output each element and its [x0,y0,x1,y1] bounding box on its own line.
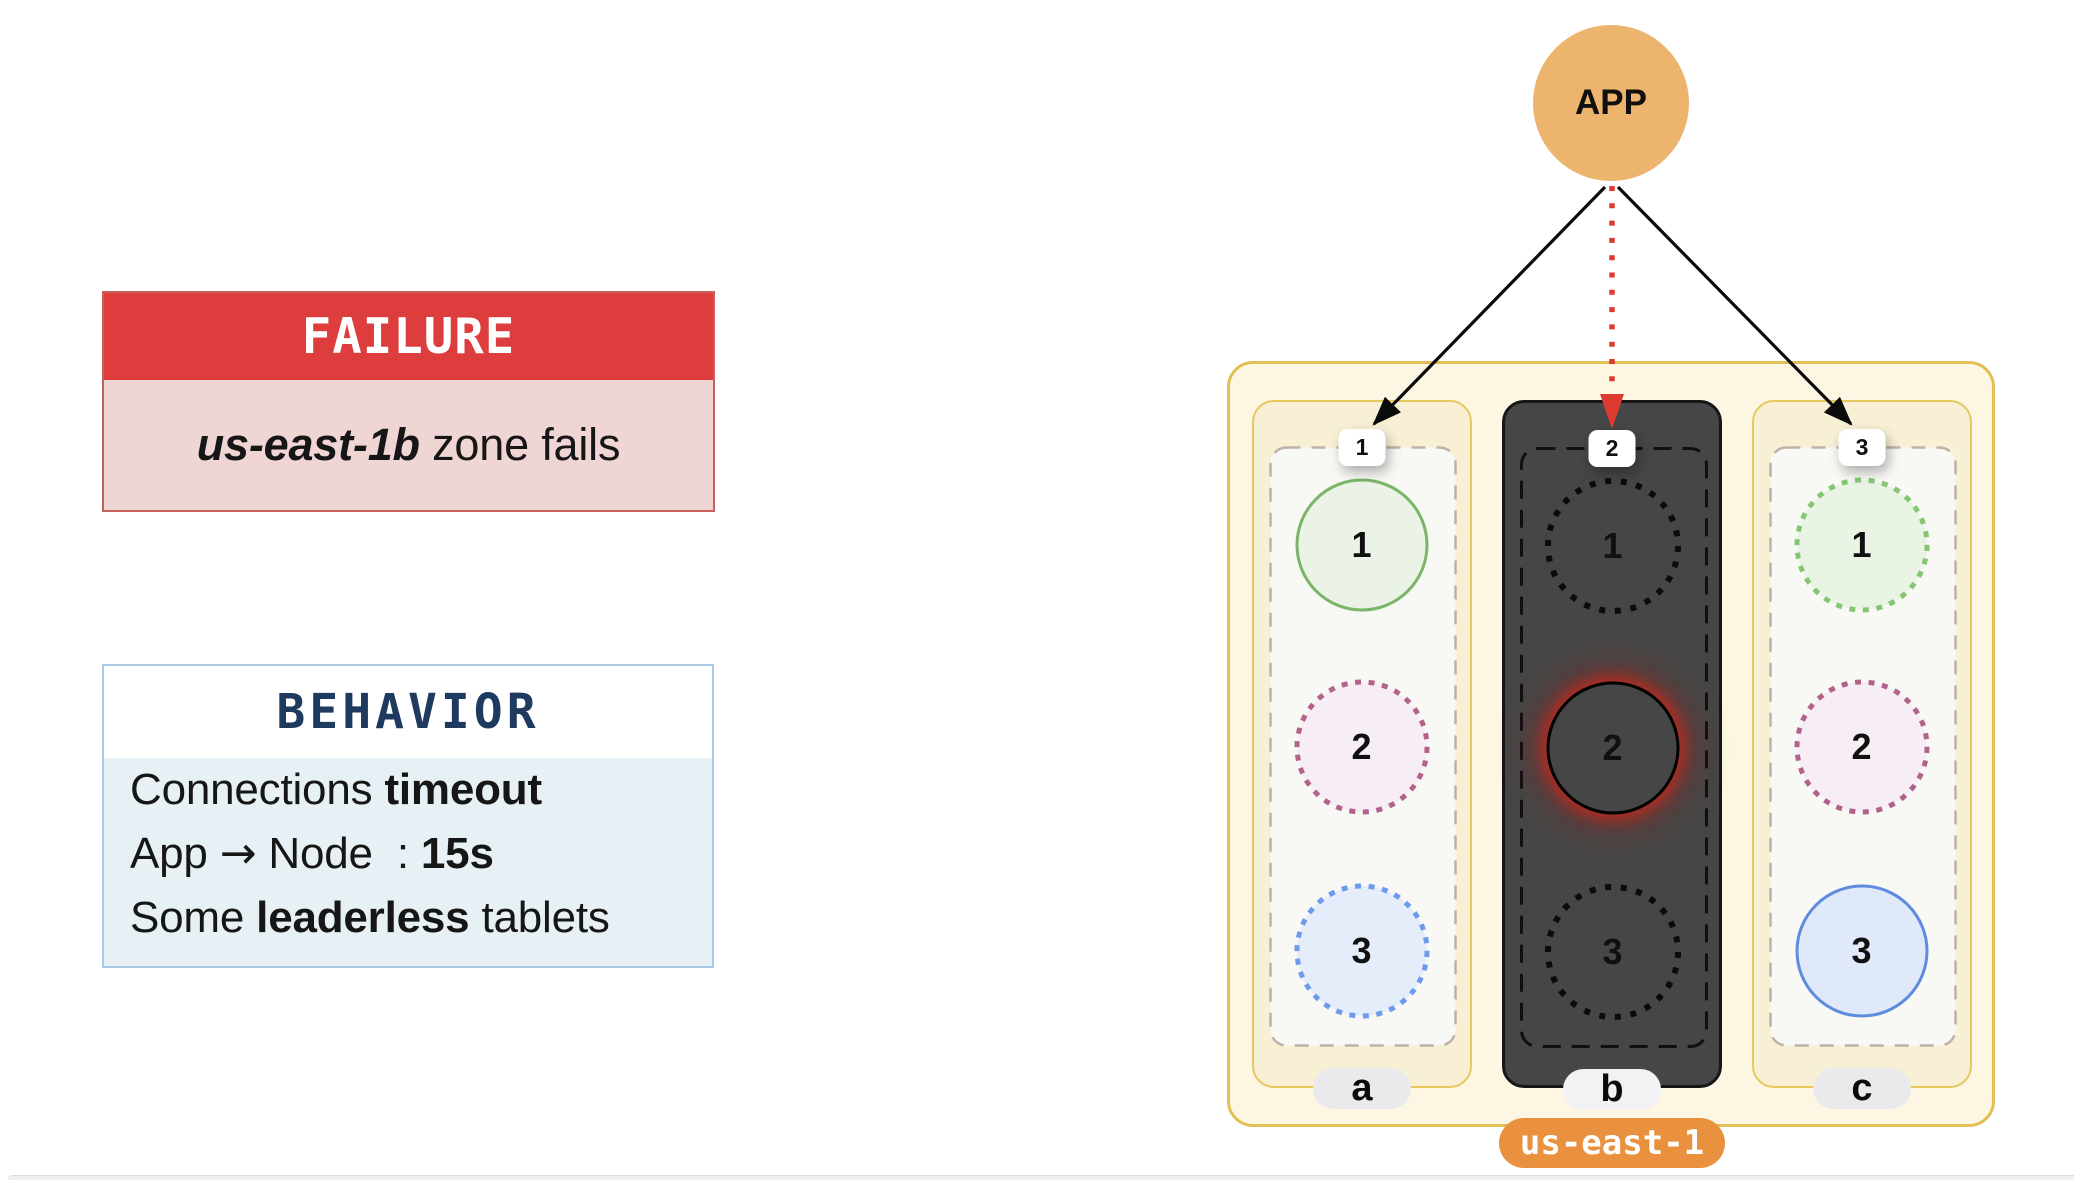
region-box: 1 1 2 3 a 2 1 [1227,361,1995,1127]
region-label: us-east-1 [1499,1118,1725,1168]
behavior-line-leaderless: Some leaderless tablets [130,893,610,942]
app-node: APP [1533,25,1689,181]
zone-b-failed: 2 1 2 3 b [1502,400,1722,1110]
zone-a: 1 1 2 3 a [1252,400,1472,1109]
tablet-a1-label: 1 [1351,523,1372,565]
tablet-a3-follower: 3 [1287,876,1437,1026]
zone-c: 3 1 2 3 c [1752,400,1972,1109]
tablet-a1-leader: 1 [1287,470,1437,620]
behavior-card-text: Connections timeout App → Node : 15s Som… [104,758,712,966]
behavior-card-title: BEHAVIOR [104,666,712,758]
behavior-line-timeout: Connections timeout [130,765,542,814]
tablet-b2-label: 2 [1602,726,1623,768]
behavior-line-app-node: App → Node : 15s [130,828,494,879]
zone-c-node-badge: 3 [1838,428,1886,466]
tablet-c3-label: 3 [1851,929,1872,971]
failure-card-title: FAILURE [104,293,713,380]
tablet-c2-label: 2 [1851,725,1872,767]
zone-b-label: b [1563,1068,1661,1110]
zone-a-label: a [1313,1067,1411,1109]
tablet-a3-label: 3 [1351,929,1372,971]
tablet-c2-follower: 2 [1787,672,1937,822]
zone-b-node-area [1519,446,1708,1048]
tablet-b1-failed: 1 [1538,471,1688,621]
behavior-card: BEHAVIOR Connections timeout App → Node … [102,664,714,968]
tablet-b1-label: 1 [1602,524,1623,566]
tablet-a2-follower: 2 [1287,672,1437,822]
slide-bottom-edge [8,1175,2074,1180]
tablet-c1-label: 1 [1851,523,1872,565]
tablet-b3-failed: 3 [1538,877,1688,1027]
failure-card-text: us-east-1b zone fails [104,380,713,510]
tablet-a2-label: 2 [1351,725,1372,767]
failure-card: FAILURE us-east-1b zone fails [102,291,715,512]
zone-b-node-badge: 2 [1588,429,1636,467]
tablet-c1-follower: 1 [1787,470,1937,620]
tablet-b3-label: 3 [1602,930,1623,972]
tablet-c3-leader: 3 [1787,876,1937,1026]
zone-c-label: c [1813,1067,1911,1109]
zone-a-node-badge: 1 [1338,428,1386,466]
tablet-b2-failed-leader: 2 [1538,673,1688,823]
